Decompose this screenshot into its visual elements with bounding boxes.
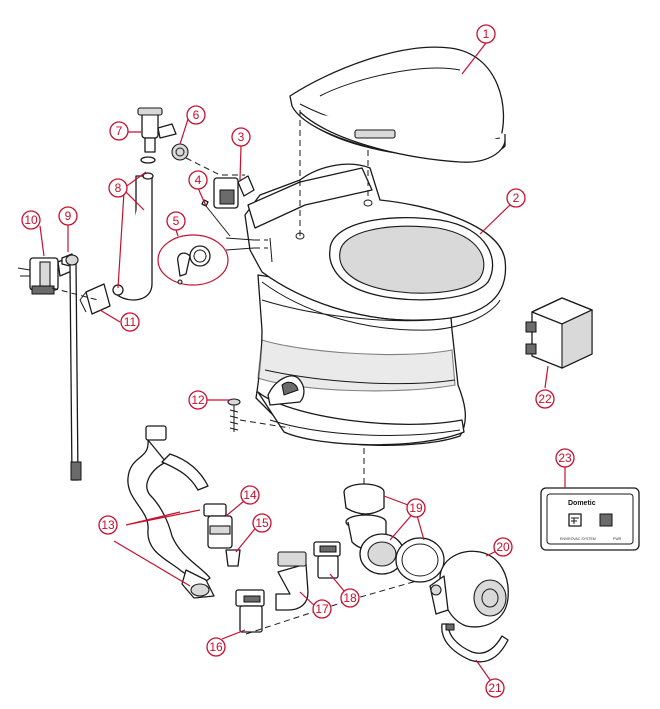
seat-lid-assembly: [289, 46, 506, 163]
svg-text:6: 6: [193, 108, 200, 122]
svg-text:14: 14: [243, 488, 257, 502]
svg-text:22: 22: [538, 392, 552, 406]
floor-screws: [227, 398, 291, 432]
callout-13: 13: [98, 515, 118, 535]
control-panel: Dometic ENVIROVAC SYSTEM PWR: [540, 487, 640, 551]
callout-21: 21: [485, 678, 505, 698]
callout-2: 2: [506, 188, 526, 208]
svg-text:18: 18: [343, 591, 357, 605]
control-panel-footer-left: ENVIROVAC SYSTEM: [560, 537, 596, 541]
callout-1: 1: [476, 24, 496, 44]
svg-text:19: 19: [409, 501, 423, 515]
callout-20: 20: [493, 537, 513, 557]
toilet-bowl: [244, 163, 507, 446]
svg-text:21: 21: [488, 681, 502, 695]
callout-7: 7: [109, 121, 129, 141]
svg-text:13: 13: [101, 518, 115, 532]
callout-4: 4: [188, 170, 208, 190]
svg-text:23: 23: [558, 451, 572, 465]
svg-text:7: 7: [116, 124, 123, 138]
callout-12: 12: [188, 390, 208, 410]
svg-text:20: 20: [496, 540, 510, 554]
callout-16: 16: [206, 637, 226, 657]
callout-18: 18: [340, 588, 360, 608]
callout-5: 5: [166, 211, 186, 231]
svg-text:9: 9: [65, 209, 72, 223]
svg-text:8: 8: [115, 181, 122, 195]
callout-3: 3: [231, 127, 251, 147]
svg-text:1: 1: [483, 27, 490, 41]
svg-text:5: 5: [173, 214, 180, 228]
callout-17: 17: [312, 599, 332, 619]
water-valve-parts: [112, 107, 268, 301]
callout-15: 15: [252, 513, 272, 533]
svg-text:17: 17: [315, 602, 329, 616]
svg-text:11: 11: [124, 315, 137, 329]
svg-text:12: 12: [191, 393, 205, 407]
svg-text:16: 16: [209, 640, 223, 654]
callout-8: 8: [108, 178, 128, 198]
pump-and-seals: [343, 448, 509, 663]
svg-text:4: 4: [195, 173, 202, 187]
callout-22: 22: [535, 389, 555, 409]
callout-19: 19: [406, 498, 426, 518]
water-inlet-parts: [17, 253, 111, 481]
callout-6: 6: [186, 105, 206, 125]
svg-text:15: 15: [255, 516, 269, 530]
callout-23: 23: [555, 448, 575, 468]
control-panel-footer-right: PWR: [613, 537, 622, 541]
control-panel-brand: Dometic: [568, 500, 596, 507]
lid-to-bowl-guide: [299, 110, 369, 236]
callout-11: 11: [120, 312, 140, 332]
callout-9: 9: [58, 206, 78, 226]
svg-text:10: 10: [24, 213, 38, 227]
svg-text:3: 3: [238, 130, 245, 144]
svg-text:2: 2: [513, 191, 520, 205]
callout-14: 14: [240, 485, 260, 505]
power-module: [525, 297, 593, 369]
discharge-hose-parts: [127, 425, 421, 635]
callout-10: 10: [21, 210, 41, 230]
